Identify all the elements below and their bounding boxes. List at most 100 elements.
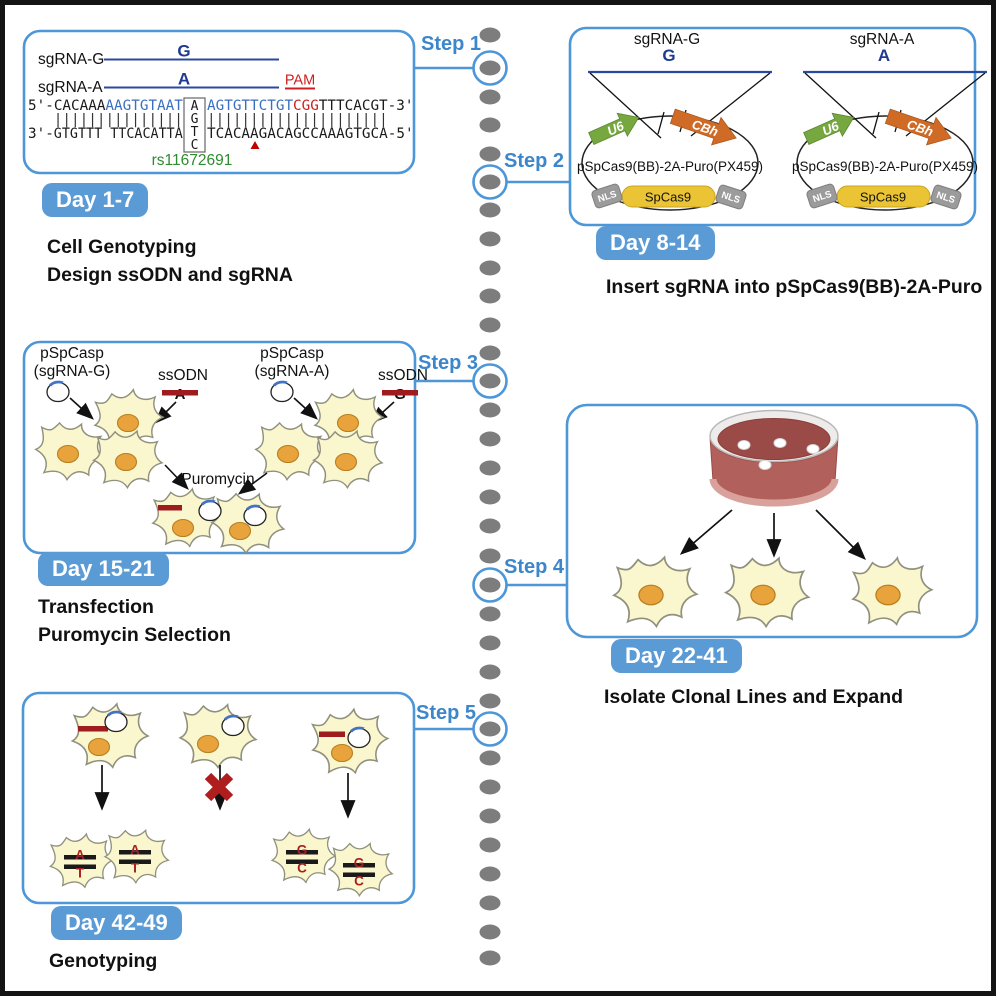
timeline-dot bbox=[479, 317, 501, 333]
timeline-dot bbox=[479, 693, 501, 709]
bottom-right: TCACAAGACAGCCAAAGTGCA-5' bbox=[207, 126, 414, 142]
ssodn-bar-icon bbox=[158, 505, 182, 511]
variant-bottom1: T bbox=[191, 125, 199, 140]
panel-box-3 bbox=[22, 340, 417, 555]
caption-line: Design ssODN and sgRNA bbox=[47, 264, 293, 286]
timeline-dot bbox=[479, 202, 501, 218]
caption-line: Cell Genotyping bbox=[47, 236, 197, 258]
step-label-3: Step 3 bbox=[418, 352, 479, 374]
base-pairing: |||||||||||||||||||||||||||||||||||| bbox=[54, 112, 388, 128]
variant-bottom2: C bbox=[191, 138, 199, 153]
ssodn-right-label: ssODN bbox=[378, 367, 428, 384]
colony-icon bbox=[773, 438, 787, 448]
ssodn-bar-icon bbox=[78, 726, 108, 732]
caption-line: Transfection bbox=[38, 596, 154, 618]
timeline-dot bbox=[479, 489, 501, 505]
step-marker-5 bbox=[472, 711, 508, 747]
pspcasp-right-line1: pSpCasp bbox=[260, 345, 324, 362]
svg-text:T: T bbox=[76, 866, 85, 881]
panel3-transfection: pSpCasp (sgRNA-G) ssODN A pSpCasp (sgRNA… bbox=[31, 345, 428, 558]
allele-g: G bbox=[177, 42, 190, 61]
rsid-label: rs11672691 bbox=[152, 152, 233, 169]
genotype-a-t: AT bbox=[119, 843, 151, 876]
variant-top1: A bbox=[191, 99, 199, 114]
step-label-4: Step 4 bbox=[504, 556, 565, 578]
pam-seq: CGG bbox=[293, 98, 319, 114]
plasmid-left-title: sgRNA-G bbox=[634, 31, 700, 48]
step-marker-4 bbox=[472, 567, 508, 603]
step-connectors bbox=[413, 66, 570, 731]
bottom-prefix: 3'- bbox=[28, 126, 54, 142]
arrow bbox=[237, 472, 268, 495]
svg-text:C: C bbox=[354, 874, 364, 889]
timeline-dot bbox=[479, 548, 501, 564]
top-left: 5'-CACAAA bbox=[28, 98, 106, 114]
caption-step-3: Transfection Puromycin Selection bbox=[38, 593, 231, 649]
pspcasp-left-line1: pSpCasp bbox=[40, 345, 104, 362]
step-label-1: Step 1 bbox=[421, 33, 482, 55]
allele-genotype-glyphs: AT AT GC GC bbox=[64, 843, 375, 889]
sgrna-a-label: sgRNA-A bbox=[38, 79, 103, 96]
top-right: TTTCACGT-3' bbox=[319, 98, 414, 114]
timeline-dot bbox=[479, 750, 501, 766]
pspcasp-right-line2: (sgRNA-A) bbox=[255, 363, 330, 380]
timeline-dot bbox=[479, 635, 501, 651]
pspcasp-left-line2: (sgRNA-G) bbox=[34, 363, 111, 380]
genotype-g-c: GC bbox=[286, 843, 318, 876]
timeline-dot bbox=[479, 288, 501, 304]
genotype-g-c: GC bbox=[343, 856, 375, 889]
timeline-dot bbox=[479, 866, 501, 882]
ssodn-bar-icon bbox=[319, 731, 345, 737]
arrow bbox=[679, 509, 733, 555]
colony-icon bbox=[806, 444, 820, 454]
genotype-a-t: AT bbox=[64, 848, 96, 881]
arrow bbox=[293, 397, 318, 420]
timeline-dot bbox=[479, 808, 501, 824]
variant-top2: G bbox=[191, 112, 199, 127]
timeline-dot bbox=[479, 146, 501, 162]
ssodn-left-label: ssODN bbox=[158, 367, 208, 384]
step-marker-1 bbox=[472, 50, 508, 86]
arrow bbox=[69, 397, 94, 420]
svg-text:A: A bbox=[75, 848, 85, 863]
caption-step-2: Insert sgRNA into pSpCas9(BB)-2A-Puro bbox=[606, 276, 983, 298]
day-badge-5: Day 42-49 bbox=[51, 906, 182, 940]
timeline-dot bbox=[479, 89, 501, 105]
panel-box-1 bbox=[22, 29, 416, 175]
variant-letters: A G T C bbox=[191, 99, 199, 153]
timeline-dot bbox=[479, 431, 501, 447]
timeline-dot bbox=[479, 402, 501, 418]
allele-a: A bbox=[178, 70, 190, 89]
timeline-dot bbox=[479, 260, 501, 276]
pam-label: PAM bbox=[285, 73, 315, 89]
svg-text:T: T bbox=[131, 861, 140, 876]
timeline-dot bbox=[479, 664, 501, 680]
bottom-left: GTGTTT TTCACATTA bbox=[54, 126, 183, 142]
plasmid-left-allele: G bbox=[662, 46, 675, 65]
svg-text:C: C bbox=[297, 861, 307, 876]
caption-step-1: Cell Genotyping Design ssODN and sgRNA bbox=[47, 233, 293, 289]
sgrna-g-label: sgRNA-G bbox=[38, 51, 104, 68]
panel4-clonal-isolation bbox=[613, 409, 936, 631]
caption-step-4: Isolate Clonal Lines and Expand bbox=[604, 686, 904, 708]
svg-text:A: A bbox=[130, 843, 140, 858]
ssodn-bar-icon bbox=[382, 390, 418, 396]
timeline-dot bbox=[479, 837, 501, 853]
day-badge-4: Day 22-41 bbox=[611, 639, 742, 673]
timeline-dot bbox=[479, 231, 501, 247]
step-label-5: Step 5 bbox=[416, 702, 477, 724]
bottom-strand: 3'-GTGTTT TTCACATTA TCACAAGACAGCCAAAGTGCA… bbox=[28, 126, 414, 142]
svg-text:G: G bbox=[297, 843, 308, 858]
day-badge-3: Day 15-21 bbox=[38, 552, 169, 586]
panel2-plasmid-cloning: sgRNA-G G sgRNA-A A bbox=[575, 31, 989, 212]
step-label-2: Step 2 bbox=[504, 150, 565, 172]
cut-site-triangle-icon bbox=[250, 141, 260, 149]
colony-icon bbox=[758, 460, 772, 470]
guide-left: AAGTGTAAT bbox=[105, 98, 183, 114]
step-marker-2 bbox=[472, 164, 508, 200]
arrow bbox=[164, 464, 189, 490]
